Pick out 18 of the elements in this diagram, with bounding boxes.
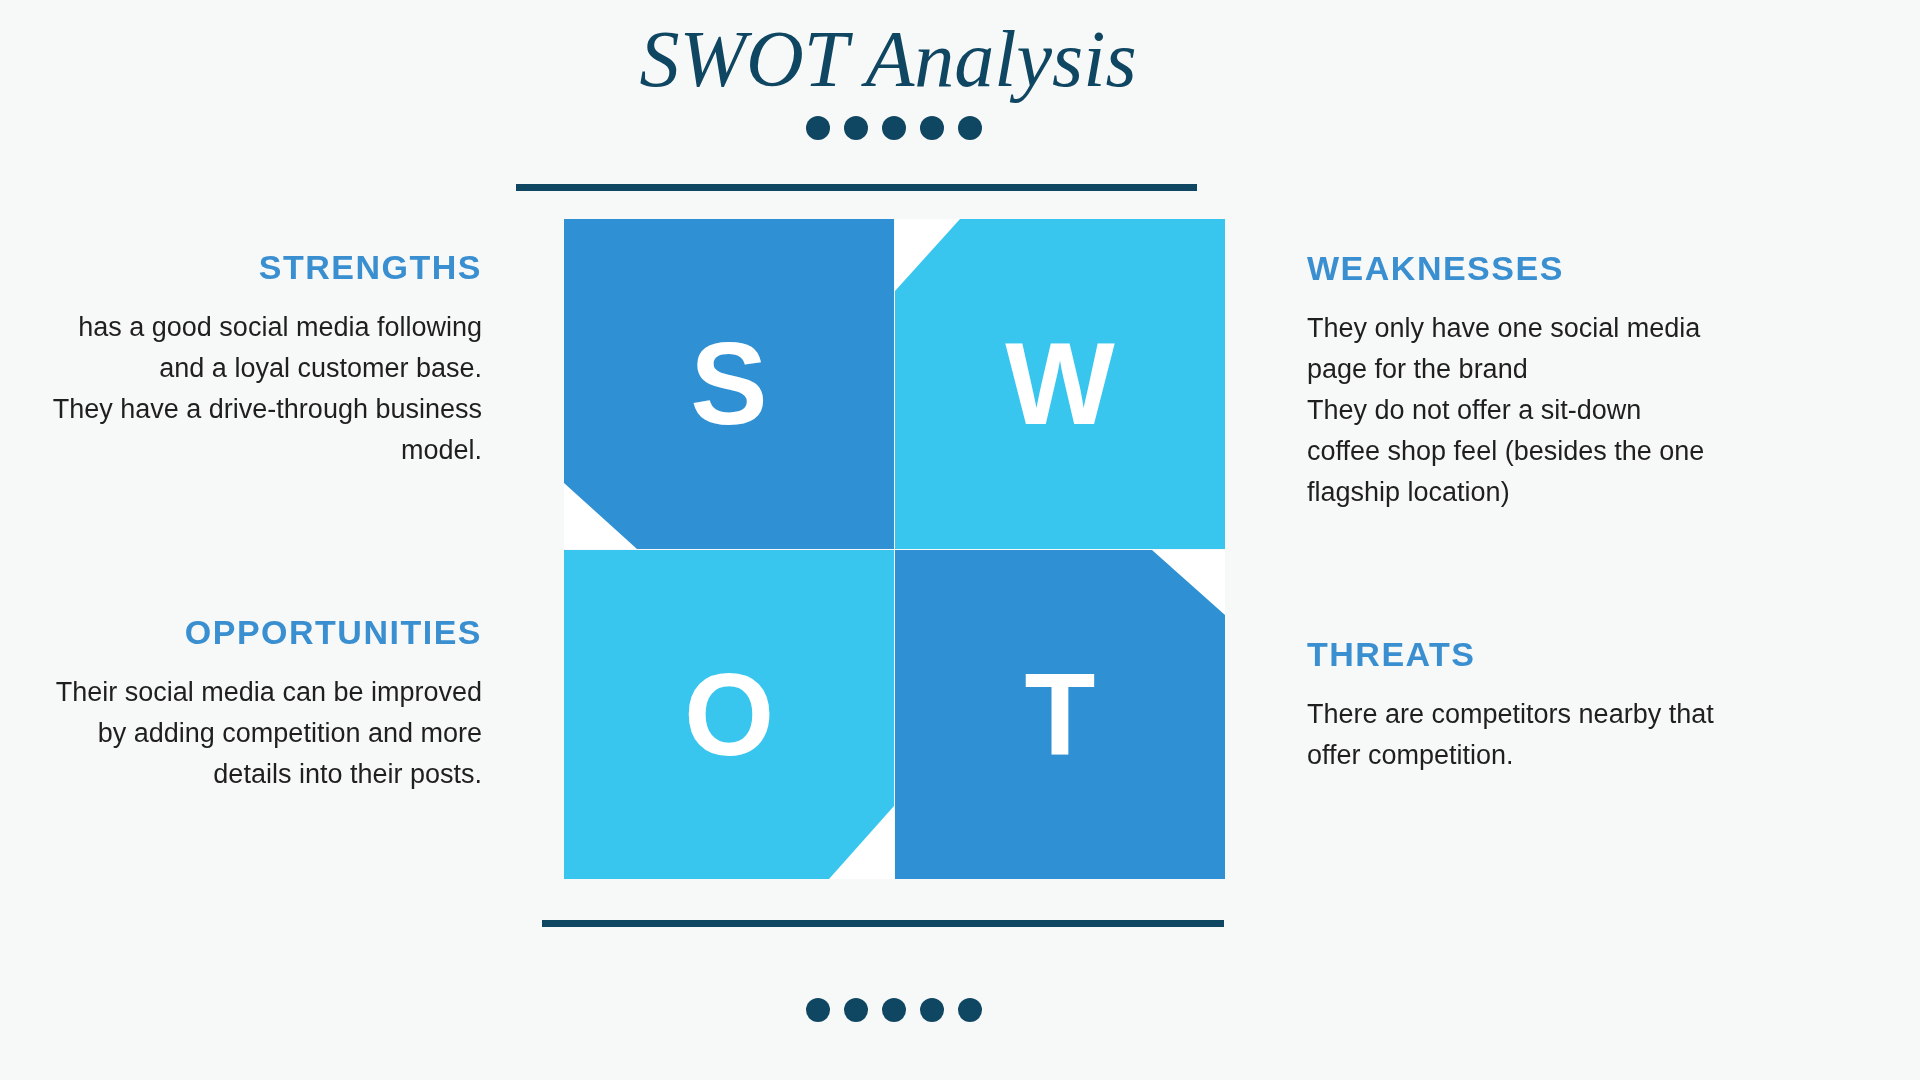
swot-quadrant (564, 550, 894, 879)
section-heading: THREATS (1307, 634, 1476, 674)
quadrant-letter: W (1005, 326, 1115, 442)
section-text: There are competitors nearby that offer competition. (1307, 698, 1715, 772)
section-text: has a good social media following and a loyal customer base. (77, 311, 482, 385)
section-text: Their social media can be improved by adding competition and more details into their posts. (54, 676, 482, 791)
section-text: They have a drive-through business model. (51, 393, 482, 467)
quadrant-letter: O (683, 656, 775, 773)
section-text: They do not offer a sit-down coffee shop feel (besides the one flagship location) (1307, 394, 1706, 509)
quadrant-letter: S (690, 326, 768, 442)
section-text: They only have one social media page for the brand (1307, 312, 1702, 386)
section-heading: OPPORTUNITIES (184, 612, 482, 652)
quadrant-letter: T (1024, 656, 1096, 773)
section-heading: STRENGTHS (258, 247, 482, 287)
section-heading: WEAKNESSES (1307, 248, 1564, 288)
swot-quadrant (895, 550, 1225, 879)
swot-quadrant (564, 219, 894, 549)
swot-quadrant (895, 219, 1225, 549)
